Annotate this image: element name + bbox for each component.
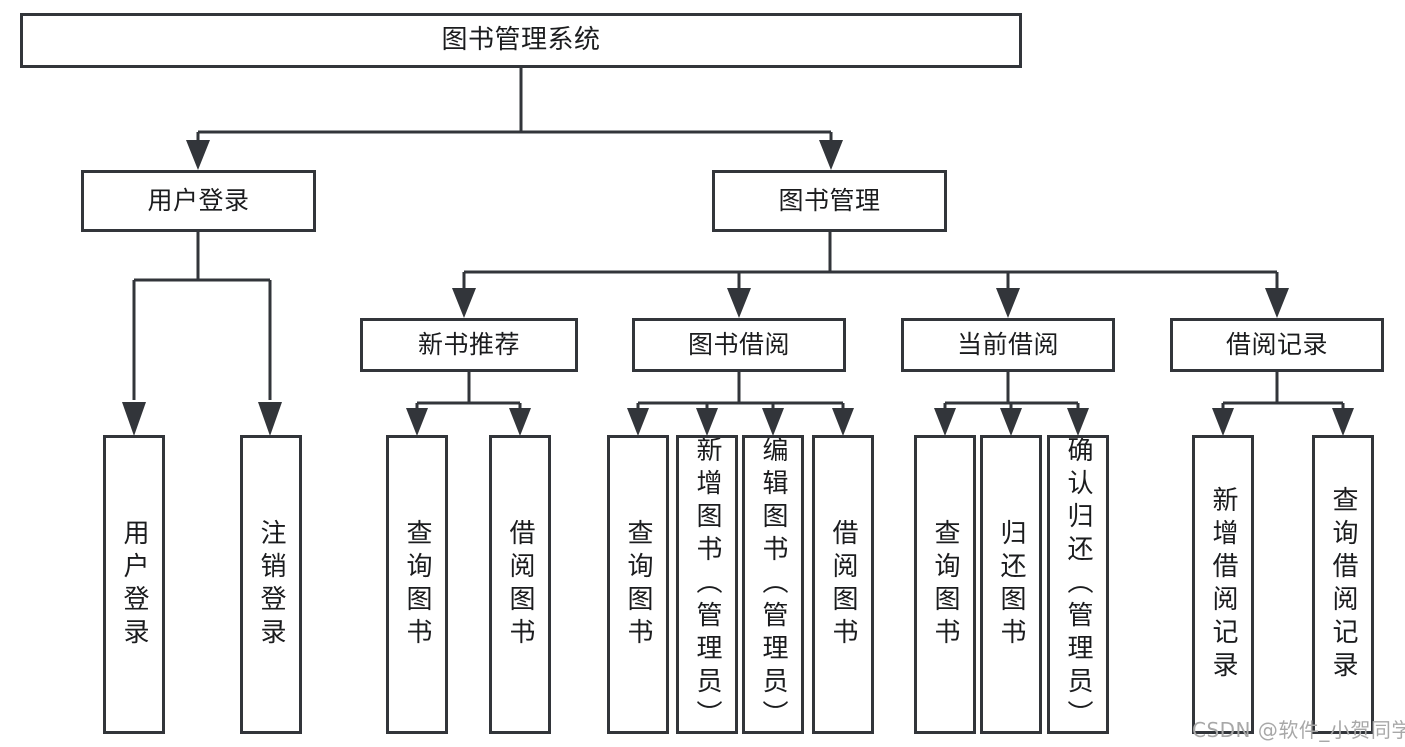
node-label: 归还图书	[996, 518, 1026, 651]
leaf-query-borrow-record[interactable]: 查询借阅记录	[1312, 435, 1374, 734]
leaf-query-books-recommend[interactable]: 查询图书	[386, 435, 448, 734]
node-label: 新增图书（管理员）	[692, 436, 722, 733]
arrowhead-ul-child-2	[258, 402, 282, 436]
arrowhead-l2-4	[1265, 288, 1289, 318]
leaf-user-login[interactable]: 用户登录	[103, 435, 165, 734]
arrowhead-bookmgmt	[819, 140, 843, 170]
node-borrow-records[interactable]: 借阅记录	[1170, 318, 1384, 372]
node-label: 借阅图书	[505, 518, 535, 651]
leaf-return-books[interactable]: 归还图书	[980, 435, 1042, 734]
node-book-management[interactable]: 图书管理	[712, 170, 947, 232]
leaf-query-books-current[interactable]: 查询图书	[914, 435, 976, 734]
node-label: 编辑图书（管理员）	[758, 436, 788, 733]
node-root-book-management-system[interactable]: 图书管理系统	[20, 13, 1022, 68]
arrowhead-bor-3	[762, 408, 784, 436]
arrowhead-rec-1	[406, 408, 428, 436]
leaf-edit-book-admin[interactable]: 编辑图书（管理员）	[742, 435, 804, 734]
node-label: 用户登录	[119, 518, 149, 651]
arrowhead-l2-2	[727, 288, 751, 318]
leaf-borrow-books-recommend[interactable]: 借阅图书	[489, 435, 551, 734]
node-label: 查询图书	[402, 518, 432, 651]
node-label: 图书借阅	[687, 330, 790, 359]
arrowhead-l2-1	[452, 288, 476, 318]
node-label: 新增借阅记录	[1208, 485, 1238, 684]
arrowhead-bor-1	[627, 408, 649, 436]
arrowhead-cur-1	[934, 408, 956, 436]
arrowhead-ul-child-1	[122, 402, 146, 436]
arrowhead-bor-4	[832, 408, 854, 436]
node-label: 图书管理系统	[441, 24, 601, 55]
leaf-logout[interactable]: 注销登录	[240, 435, 302, 734]
node-label: 查询借阅记录	[1328, 485, 1358, 684]
node-new-book-recommend[interactable]: 新书推荐	[360, 318, 578, 372]
node-label: 查询图书	[930, 518, 960, 651]
arrowhead-recd-1	[1212, 408, 1234, 436]
node-book-borrow[interactable]: 图书借阅	[632, 318, 846, 372]
node-label: 当前借阅	[956, 330, 1059, 359]
arrowhead-recd-2	[1332, 408, 1354, 436]
node-label: 注销登录	[256, 518, 286, 651]
arrowhead-rec-2	[509, 408, 531, 436]
arrowhead-userlogin	[186, 140, 210, 170]
node-label: 图书管理	[778, 186, 881, 215]
node-label: 新书推荐	[417, 330, 520, 359]
node-current-borrow[interactable]: 当前借阅	[901, 318, 1115, 372]
node-label: 借阅记录	[1225, 330, 1328, 359]
leaf-confirm-return-admin[interactable]: 确认归还（管理员）	[1047, 435, 1109, 734]
leaf-query-books-borrow[interactable]: 查询图书	[607, 435, 669, 734]
leaf-add-borrow-record[interactable]: 新增借阅记录	[1192, 435, 1254, 734]
leaf-borrow-books[interactable]: 借阅图书	[812, 435, 874, 734]
node-label: 查询图书	[623, 518, 653, 651]
node-user-login[interactable]: 用户登录	[81, 170, 316, 232]
watermark-csdn: CSDN @软件_小贺同学	[1192, 718, 1405, 742]
arrowhead-bor-2	[696, 408, 718, 436]
node-label: 确认归还（管理员）	[1063, 436, 1093, 733]
node-label: 用户登录	[147, 186, 250, 215]
arrowhead-l2-3	[996, 288, 1020, 318]
arrowhead-cur-2	[1000, 408, 1022, 436]
node-label: 借阅图书	[828, 518, 858, 651]
arrowhead-cur-3	[1067, 408, 1089, 436]
leaf-add-book-admin[interactable]: 新增图书（管理员）	[676, 435, 738, 734]
